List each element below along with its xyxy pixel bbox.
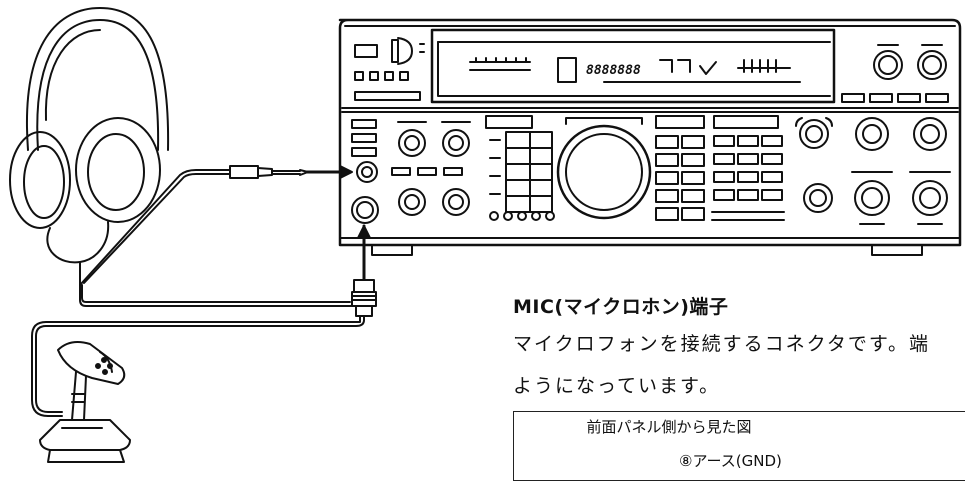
mic-jack xyxy=(352,197,378,223)
frequency-display: 8888888 xyxy=(586,63,641,78)
mic-connector-icon xyxy=(352,280,376,316)
desk-microphone-icon xyxy=(40,342,130,462)
transceiver-icon xyxy=(340,20,960,255)
headphone-plug-icon xyxy=(230,166,308,178)
mic-cable xyxy=(36,316,364,412)
description-line-1: マイクロフォンを接続するコネクタです。端 xyxy=(513,333,930,355)
connection-diagram: 8888888 xyxy=(0,0,965,467)
figure-caption: 前面パネル側から見た図 xyxy=(586,418,752,436)
mic-terminal-heading: MIC(マイクロホン)端子 xyxy=(513,296,729,318)
description-line-2: ようになっています。 xyxy=(513,375,721,397)
pin-8-label: ⑧アース(GND) xyxy=(679,452,782,470)
pinout-figure-box: 前面パネル側から見た図 ⑧アース(GND) xyxy=(513,411,965,481)
headphone-cable-upper xyxy=(80,170,230,285)
phones-jack xyxy=(357,162,377,182)
headphones-icon xyxy=(10,8,168,285)
